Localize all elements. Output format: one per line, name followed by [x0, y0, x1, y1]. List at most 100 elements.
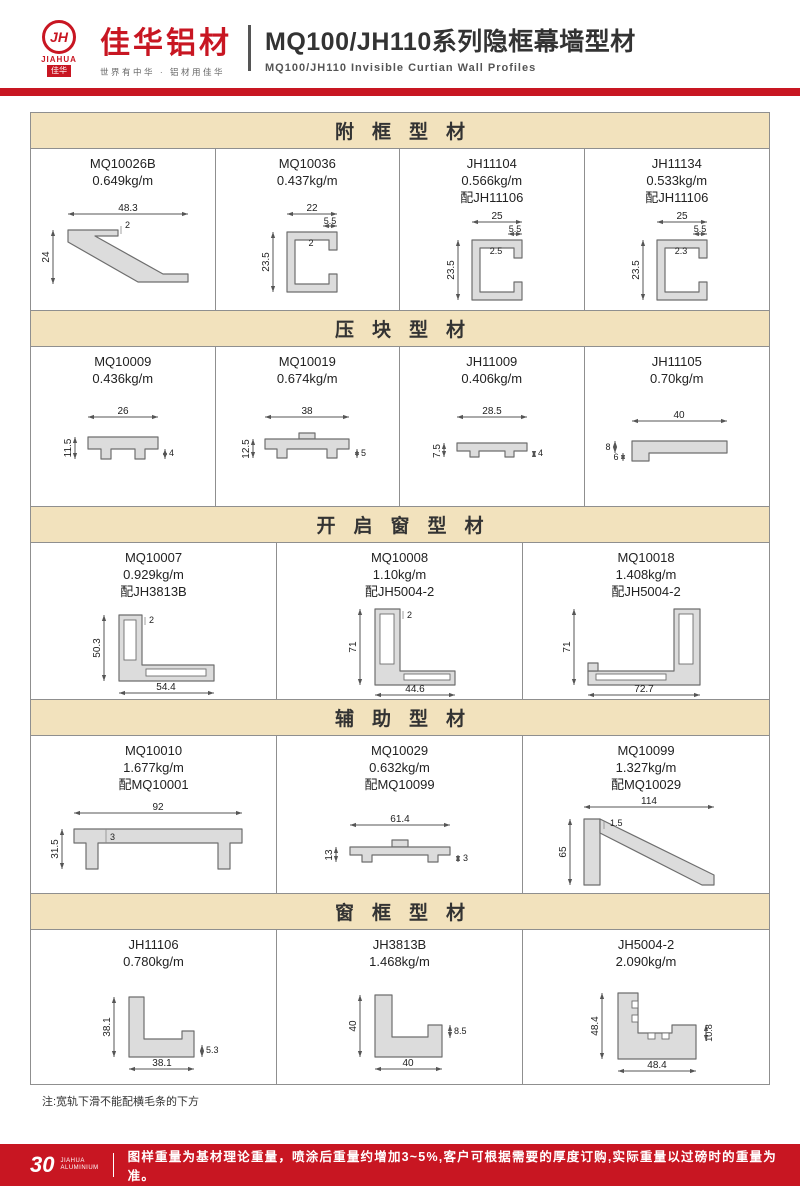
logo-text: JIAHUA — [41, 54, 77, 64]
profile-shape — [373, 607, 456, 686]
profile-cell-mq10007: MQ10007 0.929kg/m 配JH3813B 50.3 2 54.4 — [31, 543, 277, 699]
profile-cell-mq10026b: MQ10026B 0.649kg/m 48.3 24 2 — [31, 149, 216, 310]
profile-shape — [373, 994, 443, 1058]
dim-label: 72.7 — [634, 684, 654, 695]
profile-drawing: 48.3 24 2 — [41, 203, 189, 284]
dim-label: 22 — [307, 203, 319, 214]
dim-label: 25 — [491, 211, 503, 222]
profile-weight: 2.090kg/m — [615, 954, 677, 969]
profile-shape — [599, 818, 715, 886]
profile-model: JH3813B — [372, 937, 427, 952]
dim-label: 5.5 — [324, 216, 337, 226]
dim-label: 3 — [463, 853, 468, 863]
dim-label: 10.8 — [704, 1024, 714, 1042]
brand-logo: JH JIAHUA 佳华 — [26, 19, 92, 77]
profile-cell-mq10036: MQ10036 0.437kg/m 22 5.5 23.5 2 — [216, 149, 400, 310]
brand-slogan: 世界有中华 · 铝材用佳华 — [100, 67, 226, 77]
profile-cell-jh11134: JH11134 0.533kg/m 配JH11106 25 5.5 23.5 2… — [585, 149, 770, 310]
profile-weight: 0.406kg/m — [461, 371, 523, 386]
profile-shape — [127, 996, 195, 1058]
section-title-chuang-kuang: 窗框型材 — [31, 894, 769, 930]
dim-label: 92 — [152, 802, 164, 813]
dim-label: 48.3 — [118, 203, 138, 214]
section-title-text: 开启窗型材 — [316, 516, 502, 537]
profile-drawing: 25 5.5 23.5 2.5 — [446, 211, 523, 301]
profile-weight: 0.566kg/m — [461, 173, 523, 188]
title-block: MQ100/JH110系列隐框幕墙型材 MQ100/JH110 Invisibl… — [265, 22, 636, 74]
profile-drawing: 40 8 6 — [605, 410, 728, 462]
profile-hollow — [123, 619, 136, 660]
dim-label: 6 — [613, 452, 618, 462]
profile-match: 配JH5004-2 — [364, 584, 435, 599]
dim-label: 71 — [562, 641, 573, 653]
profile-model: MQ10009 — [94, 354, 152, 369]
profile-weight: 1.10kg/m — [372, 567, 427, 582]
profile-row: MQ10026B 0.649kg/m 48.3 24 2 MQ10036 0.4… — [31, 149, 769, 311]
profile-foot — [587, 661, 599, 672]
dim-label: 12.5 — [241, 438, 252, 458]
profile-drawing: 71 2 44.6 — [348, 607, 456, 697]
dim-label: 54.4 — [156, 682, 176, 693]
page-subtitle: MQ100/JH110 Invisible Curtian Wall Profi… — [265, 62, 537, 74]
dim-label: 11.5 — [63, 438, 74, 457]
profile-drawing: 25 5.5 23.5 2.3 — [631, 211, 708, 301]
section-title-fu-kuang: 附框型材 — [31, 113, 769, 149]
dim-label: 2 — [407, 610, 412, 620]
profile-weight: 0.649kg/m — [92, 173, 154, 188]
profile-cell-mq10018: MQ10018 1.408kg/m 配JH5004-2 71 72.7 — [523, 543, 769, 699]
section-title-text: 附框型材 — [334, 122, 483, 143]
profile-drawing: 38.1 38.1 5.3 — [102, 996, 219, 1072]
footer-brand-line2: ALUMINIUM — [60, 1165, 99, 1171]
dim-label: 5.3 — [206, 1045, 219, 1055]
profile-shape — [656, 239, 708, 301]
profile-weight: 0.674kg/m — [276, 371, 338, 386]
profile-shape — [583, 818, 601, 886]
profile-cell-mq10009: MQ10009 0.436kg/m 26 11.5 4 — [31, 347, 216, 506]
profile-row: JH11106 0.780kg/m 38.1 38.1 5.3 JH3813B … — [31, 930, 769, 1084]
profile-shape — [471, 239, 523, 301]
profile-cell-jh11104: JH11104 0.566kg/m 配JH11106 25 5.5 23.5 2… — [400, 149, 585, 310]
dim-label: 40 — [348, 1020, 359, 1032]
profile-shape — [264, 437, 350, 459]
profile-drawing: 22 5.5 23.5 2 — [261, 203, 338, 293]
profile-weight: 0.780kg/m — [123, 954, 184, 969]
section-title-text: 辅助型材 — [334, 709, 483, 730]
profile-model: JH5004-2 — [617, 937, 675, 952]
profile-drawing: 50.3 2 54.4 — [92, 613, 215, 695]
profile-weight: 0.70kg/m — [650, 371, 704, 386]
profile-cell-jh11105: JH11105 0.70kg/m 40 8 6 — [585, 347, 770, 506]
profile-notch — [647, 1032, 656, 1040]
profile-shape — [617, 992, 697, 1060]
profile-drawing: 92 31.5 3 — [50, 802, 243, 870]
profile-drawing: 26 11.5 4 — [63, 406, 174, 460]
profile-drawing: 28.5 7.5 4 — [432, 406, 543, 458]
profile-cell-jh3813b: JH3813B 1.468kg/m 40 40 8.5 — [277, 930, 523, 1084]
dim-label: 2 — [149, 615, 154, 625]
dim-label: 24 — [41, 251, 52, 263]
dim-label: 7.5 — [432, 443, 443, 457]
dim-label: 1.5 — [610, 818, 623, 828]
profile-cell-mq10010: MQ10010 1.677kg/m 配MQ10001 92 31.5 3 — [31, 736, 277, 893]
profile-table: 附框型材 MQ10026B 0.649kg/m 48.3 24 2 MQ1003… — [30, 112, 770, 1085]
profile-cell-jh5004-2: JH5004-2 2.090kg/m 48.4 48.4 10.8 — [523, 930, 769, 1084]
profile-notch — [631, 1014, 639, 1023]
dim-label: 2.5 — [489, 246, 502, 256]
dim-label: 4 — [538, 448, 543, 458]
header: JH JIAHUA 佳华 佳华铝材 世界有中华 · 铝材用佳华 MQ100/JH… — [0, 0, 800, 88]
profile-weight: 0.632kg/m — [369, 760, 430, 775]
dim-label: 2.3 — [674, 246, 687, 256]
dim-label: 38 — [302, 406, 314, 417]
dim-label: 23.5 — [631, 260, 642, 280]
dim-label: 65 — [558, 846, 569, 858]
dim-label: 2 — [125, 220, 130, 230]
profile-shape — [67, 228, 189, 283]
profile-model: JH11009 — [466, 354, 518, 369]
profile-weight: 1.677kg/m — [123, 760, 184, 775]
profile-model: MQ10036 — [278, 156, 336, 171]
profile-shape — [72, 828, 243, 870]
section-title-fu-zhu: 辅助型材 — [31, 700, 769, 736]
profile-drawing: 48.4 48.4 10.8 — [590, 992, 714, 1074]
header-red-bar — [0, 88, 800, 96]
profile-cell-mq10019: MQ10019 0.674kg/m 38 12.5 5 — [216, 347, 400, 506]
page-title: MQ100/JH110系列隐框幕墙型材 — [265, 28, 636, 56]
